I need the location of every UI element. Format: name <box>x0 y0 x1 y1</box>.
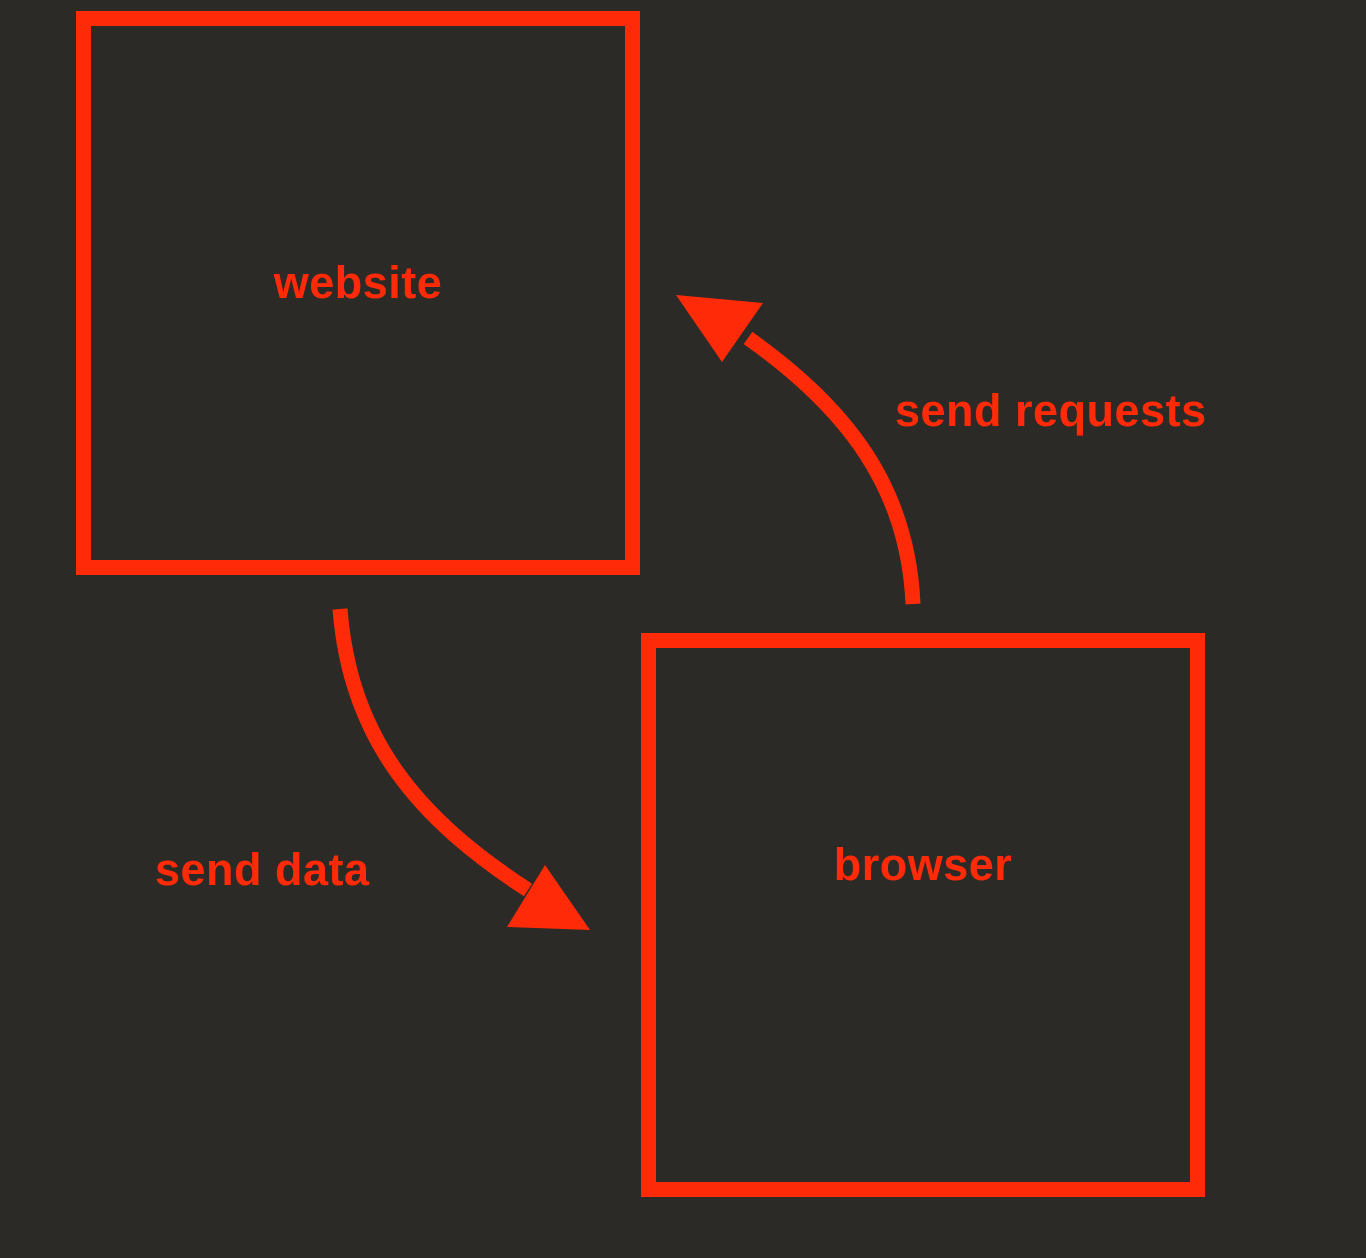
website-node-label: website <box>273 257 443 308</box>
website-node: website <box>76 11 640 575</box>
edge-label-send-requests: send requests <box>895 385 1207 436</box>
arrowhead-send-requests <box>676 295 763 362</box>
edge-label-send-data: send data <box>155 844 370 895</box>
arrowhead-send-data <box>507 865 590 930</box>
arrow-send-requests <box>743 331 921 605</box>
browser-node-label: browser <box>833 839 1013 890</box>
arrow-send-data <box>332 608 533 897</box>
browser-node: browser <box>641 633 1205 1197</box>
